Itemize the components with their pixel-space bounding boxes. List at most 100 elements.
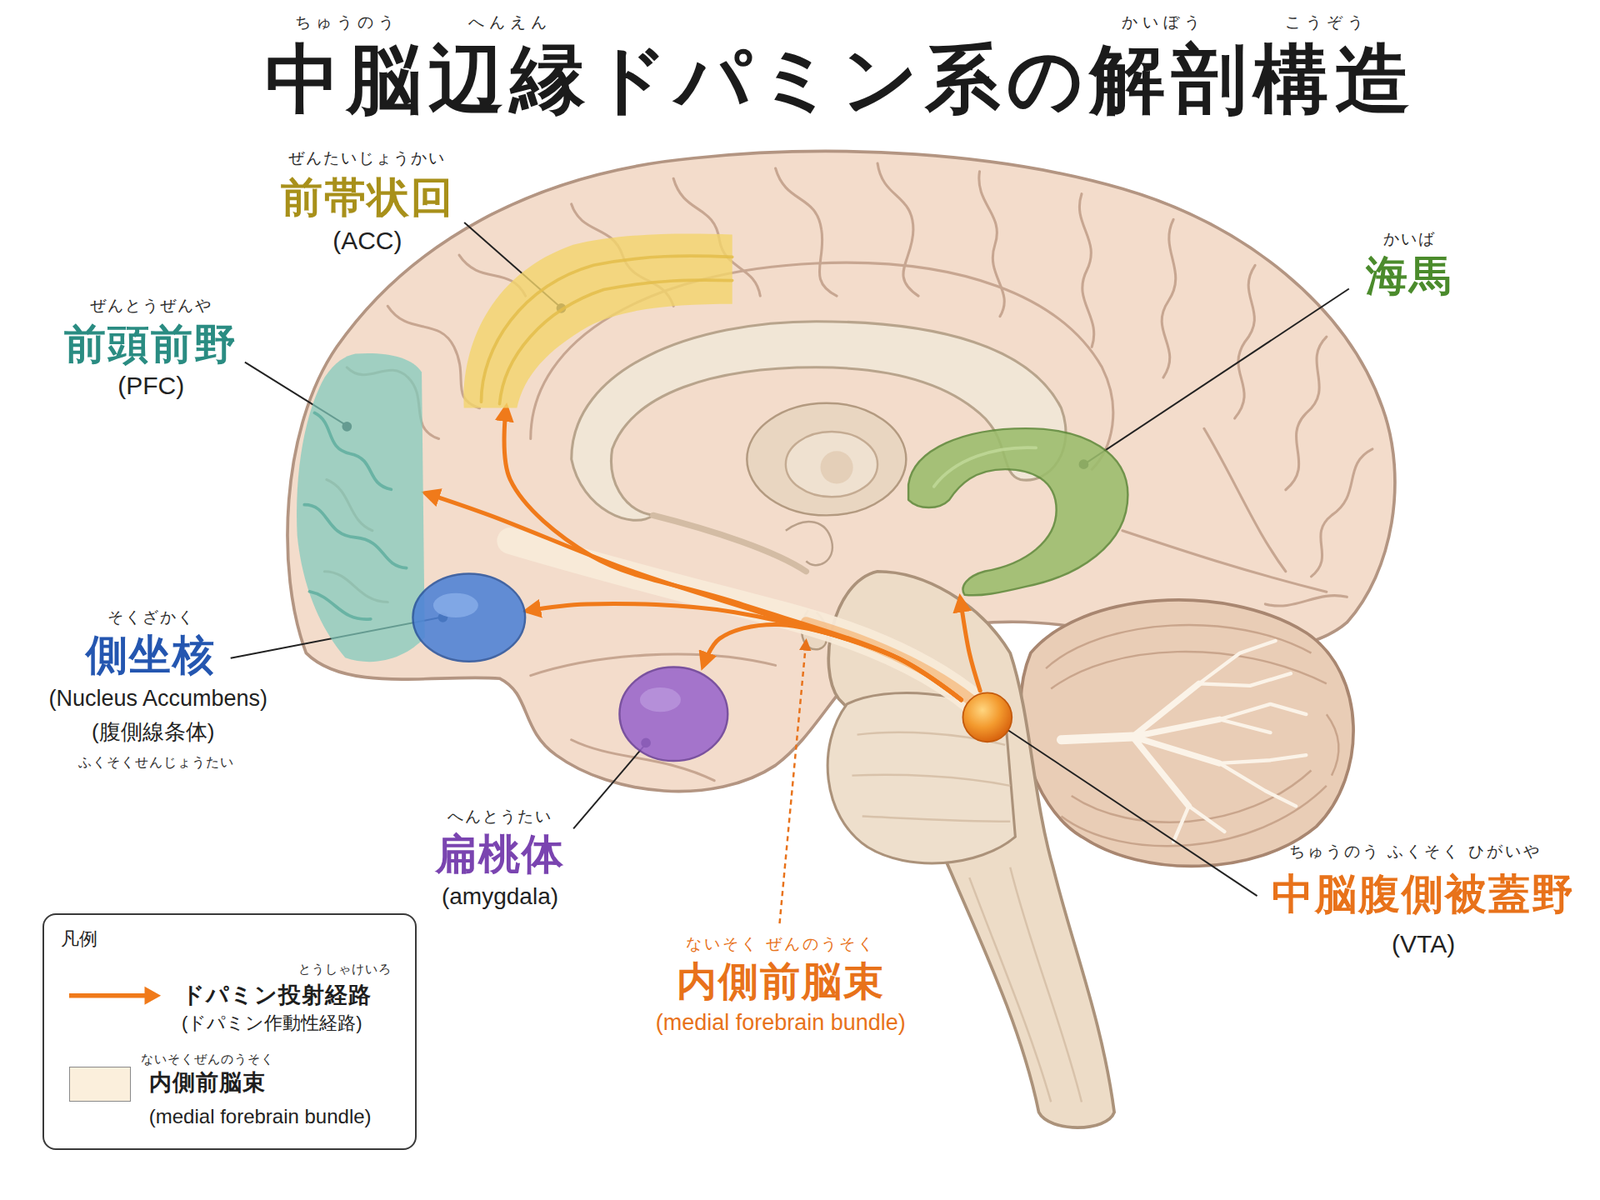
region-detail [500,280,733,405]
brain-region: かいば海馬 [903,423,1130,600]
furigana: ないそくぜんのうそく [140,1051,275,1066]
furigana: ぜんとうぜんや [90,296,213,315]
pons [827,693,1015,864]
text-anchor: ないそくぜんのうそく [140,1051,275,1066]
region-shape [464,234,733,409]
text-anchor: へんえん [468,13,552,32]
leader-lines [230,222,1350,896]
legend-heading: 凡例 [60,928,98,950]
furigana: こうぞう [1285,13,1369,32]
brain-region: ぜんたいじょうかい前帯状回(ACC) [460,232,735,409]
text-anchor: こうぞう [1285,13,1369,32]
text-anchor: へんとうたい [447,807,553,826]
furigana: ぜんたいじょうかい [288,149,446,168]
furigana: ちゅうのう ふくそく ひがいや [1289,843,1542,862]
furigana: そくざかく [107,608,195,627]
region-outline [960,690,1015,745]
furigana: かいば [1383,230,1436,249]
region-outline [410,571,528,664]
corpus-callosum [571,321,1066,521]
region-shape [908,428,1128,595]
text-anchor: ドパミン投射経路 [181,983,372,1010]
dopamine-projection [527,603,961,700]
text-anchor: (medial forebrain bundle) [655,1010,906,1037]
brain-region: へんとうたい扁桃体(amygdala) [617,665,730,764]
text-anchor: 前頭前野 [64,320,238,370]
cerebellum [1020,600,1354,866]
region-name: 前帯状回 [280,174,455,223]
furigana: ちゅうのう [295,13,400,32]
furigana: ないそく ぜんのうそく [685,935,876,954]
text-anchor: ちゅうのう [295,13,400,32]
text-anchor: ぜんたいじょうかい [288,149,446,168]
brain-region: そくざかく側坐核(Nucleus Accumbens)(腹側線条体)ふくそくせん… [410,571,528,664]
brain-region: ぜんとうぜんや前頭前野(PFC) [294,351,427,670]
arbor-vitae [1060,640,1306,842]
region-detail [309,591,370,620]
text-anchor: 海馬 [1365,252,1453,301]
text-anchor: (medial forebrain bundle) [149,1105,372,1129]
thalamus-core [820,450,853,484]
text-anchor: とうしゃけいろ [298,962,392,977]
text-anchor: ないそく ぜんのうそく [685,935,876,954]
region-outline [460,232,735,409]
region-detail [433,592,479,617]
text-anchor: (ドパミン作動性経路) [181,1013,363,1035]
diagram-title: 中脳辺縁ドパミン系の解剖構造 [265,36,1417,124]
region-shape [413,573,526,661]
region-detail [304,505,406,569]
text-anchor: ぜんとうぜんや [90,296,213,315]
text-anchor: 扁桃体 [435,830,565,880]
region-name: 海馬 [1365,252,1453,301]
text-anchor: 中脳辺縁ドパミン系の解剖構造 [265,36,1417,124]
text-anchor: そくざかく [107,608,195,627]
abbreviation: (ACC) [332,226,402,256]
region-detail [640,687,681,712]
furigana: へんとうたい [447,807,553,826]
region-detail [481,255,733,402]
thalamus-inner [785,431,878,497]
legend-text: ドパミン投射経路 [181,983,372,1010]
text-anchor: (amygdala) [441,883,559,910]
text-anchor: (VTA) [1391,929,1455,959]
furigana: とうしゃけいろ [298,962,392,977]
furigana: かいぼう [1121,13,1205,32]
alternate-name: (腹側線条体) [91,720,215,745]
text-anchor: かいば [1383,230,1436,249]
text-anchor: 中脳腹側被蓋野 [1271,870,1575,920]
legend-subtext: (ドパミン作動性経路) [181,1013,363,1035]
region-name: 扁桃体 [435,830,565,880]
dopamine-projection [960,599,980,691]
legend-text: 内側前脳束 [149,1070,266,1097]
region-name: 前頭前野 [64,320,238,370]
text-anchor: (腹側線条体) [91,720,215,745]
text-anchor: ちゅうのう ふくそく ひがいや [1289,843,1542,862]
structure-name: 内側前脳束 [676,958,885,1005]
text-anchor: 内側前脳束 [149,1070,266,1097]
text-anchor: 内側前脳束 [676,958,885,1005]
dopamine-projection [504,408,961,700]
region-shape [963,692,1013,742]
region-outline [617,665,730,764]
text-anchor: (ACC) [332,226,402,256]
english-name: (medial forebrain bundle) [655,1010,906,1037]
legend-swatch [69,1066,130,1103]
text-anchor: 側坐核 [85,632,216,681]
furigana: ふくそくせんじょうたい [78,754,235,770]
fiber-lines [851,732,1082,1103]
abbreviation: (PFC) [117,371,185,401]
medial-forebrain-bundle [510,540,988,715]
region-shape [619,667,728,762]
text-anchor: 前帯状回 [280,174,455,223]
furigana: へんえん [468,13,552,32]
text-anchor: 凡例 [60,928,98,950]
dopamine-projection [703,624,962,700]
legend-subtext: (medial forebrain bundle) [149,1105,372,1129]
brain-region: ちゅうのう ふくそく ひがいや中脳腹側被蓋野(VTA) [960,690,1015,745]
region-outline [294,351,427,670]
fornix [653,515,807,571]
text-anchor: (Nucleus Accumbens) [48,685,268,712]
abbreviation: (VTA) [1391,929,1455,959]
text-anchor: (PFC) [117,371,185,401]
